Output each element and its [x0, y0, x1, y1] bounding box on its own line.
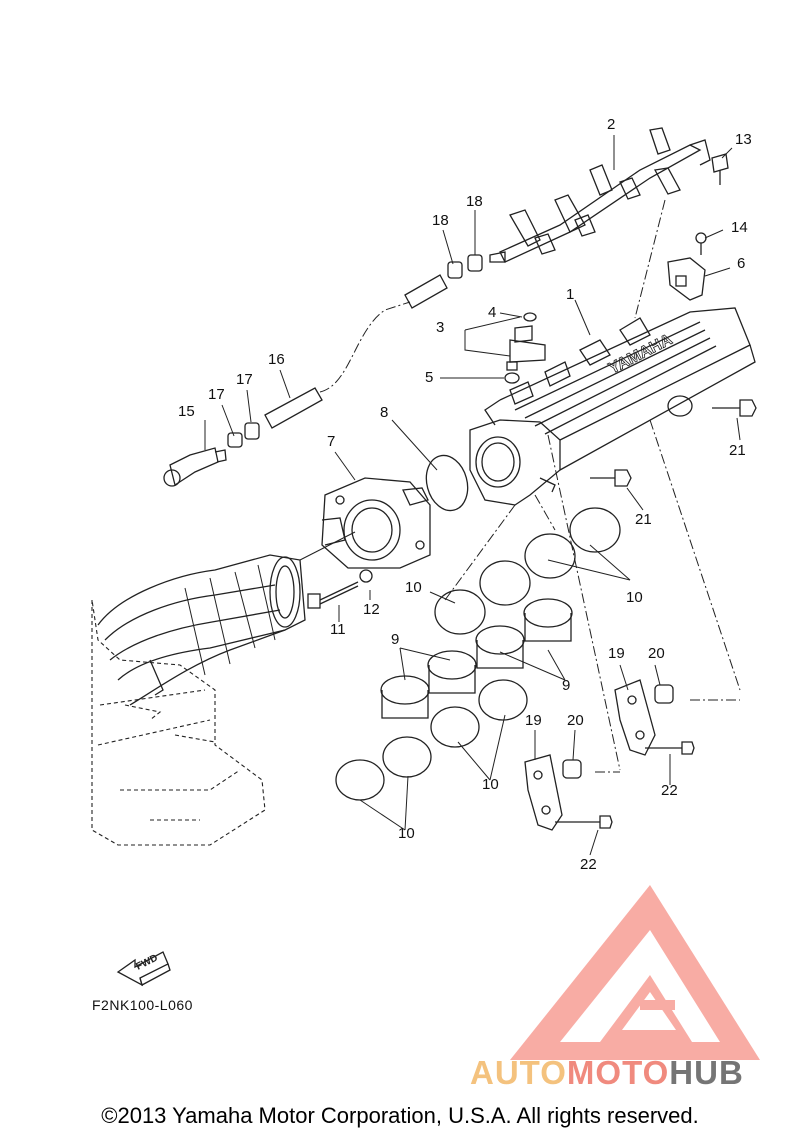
fuel-hose	[264, 387, 323, 429]
callout-8: 8	[380, 404, 389, 421]
watermark-logo-icon	[510, 885, 760, 1060]
callout-22-lower: 22	[580, 856, 597, 873]
manifold-cover-text: YAMAHA	[606, 331, 675, 378]
o-ring	[425, 454, 469, 512]
throttle-body	[321, 477, 431, 569]
injector-seal	[504, 372, 520, 384]
watermark-text-part1: AUTO	[470, 1054, 567, 1091]
diagram-code: F2NK100-L060	[92, 997, 193, 1013]
callout-10-upper-left: 10	[405, 579, 422, 596]
fwd-arrow-icon	[116, 951, 171, 987]
rubber-joints	[380, 598, 573, 719]
callout-17-left: 17	[208, 386, 225, 403]
engine-block	[91, 599, 266, 846]
callout-3: 3	[436, 319, 445, 336]
intake-duct	[97, 554, 306, 706]
hose-clamp-17	[227, 422, 260, 448]
watermark-text: AUTOMOTOHUB	[470, 1054, 744, 1092]
damper-upper	[654, 684, 674, 704]
callout-1: 1	[566, 286, 575, 303]
callout-5: 5	[425, 369, 434, 386]
fuel-rail-bolt	[711, 153, 729, 185]
mount-bracket-upper	[614, 679, 656, 756]
intake-manifold	[469, 307, 756, 506]
fuel-pipe	[404, 274, 448, 309]
intake-sensor	[667, 257, 706, 301]
callout-19-upper: 19	[608, 645, 625, 662]
callout-13: 13	[735, 131, 752, 148]
callout-19-lower: 19	[525, 712, 542, 729]
callout-10-lower-right: 10	[482, 776, 499, 793]
sensor-bolt	[695, 232, 707, 255]
manifold-bolt-lower	[590, 469, 632, 487]
injector-o-ring	[523, 312, 537, 322]
callout-10-upper-right: 10	[626, 589, 643, 606]
bracket-bolt-upper	[645, 741, 695, 755]
callout-9-left: 9	[391, 631, 400, 648]
callout-11: 11	[330, 621, 346, 638]
damper-lower	[562, 759, 582, 779]
callout-18-right: 18	[466, 193, 483, 210]
copyright-notice: ©2013 Yamaha Motor Corporation, U.S.A. A…	[101, 1103, 699, 1128]
callout-18-left: 18	[432, 212, 449, 229]
mount-bracket-lower	[524, 754, 563, 831]
callout-22-upper: 22	[661, 782, 678, 799]
assembly-lines	[444, 199, 741, 773]
callout-7: 7	[327, 433, 336, 450]
callout-20-upper: 20	[648, 645, 665, 662]
bracket-bolt-lower	[555, 815, 613, 829]
callout-20-lower: 20	[567, 712, 584, 729]
callout-10-lower-left: 10	[398, 825, 415, 842]
watermark-text-part2: MOTO	[566, 1054, 670, 1091]
hose-clamps-upper	[434, 507, 621, 635]
throttle-body-bolt	[307, 581, 359, 609]
callout-15: 15	[178, 403, 195, 420]
callout-17-right: 17	[236, 371, 253, 388]
watermark-text-part3: HUB	[669, 1054, 744, 1091]
fuel-injector	[506, 325, 546, 371]
leader-lines	[204, 135, 741, 856]
callout-16: 16	[268, 351, 285, 368]
callout-21-lower: 21	[635, 511, 652, 528]
fuel-rail	[489, 127, 711, 263]
callout-4: 4	[488, 304, 497, 321]
throttle-body-washer	[359, 569, 373, 583]
callout-12: 12	[363, 601, 380, 618]
fuel-connector	[163, 447, 227, 487]
hose-clamps-lower	[335, 679, 528, 801]
callout-14: 14	[731, 219, 748, 236]
hose-clamp-18	[447, 254, 483, 279]
callout-21-upper: 21	[729, 442, 746, 459]
callout-2: 2	[607, 116, 616, 133]
manifold-bolt-upper	[712, 399, 757, 417]
callout-6: 6	[737, 255, 746, 272]
callout-9-right: 9	[562, 677, 571, 694]
